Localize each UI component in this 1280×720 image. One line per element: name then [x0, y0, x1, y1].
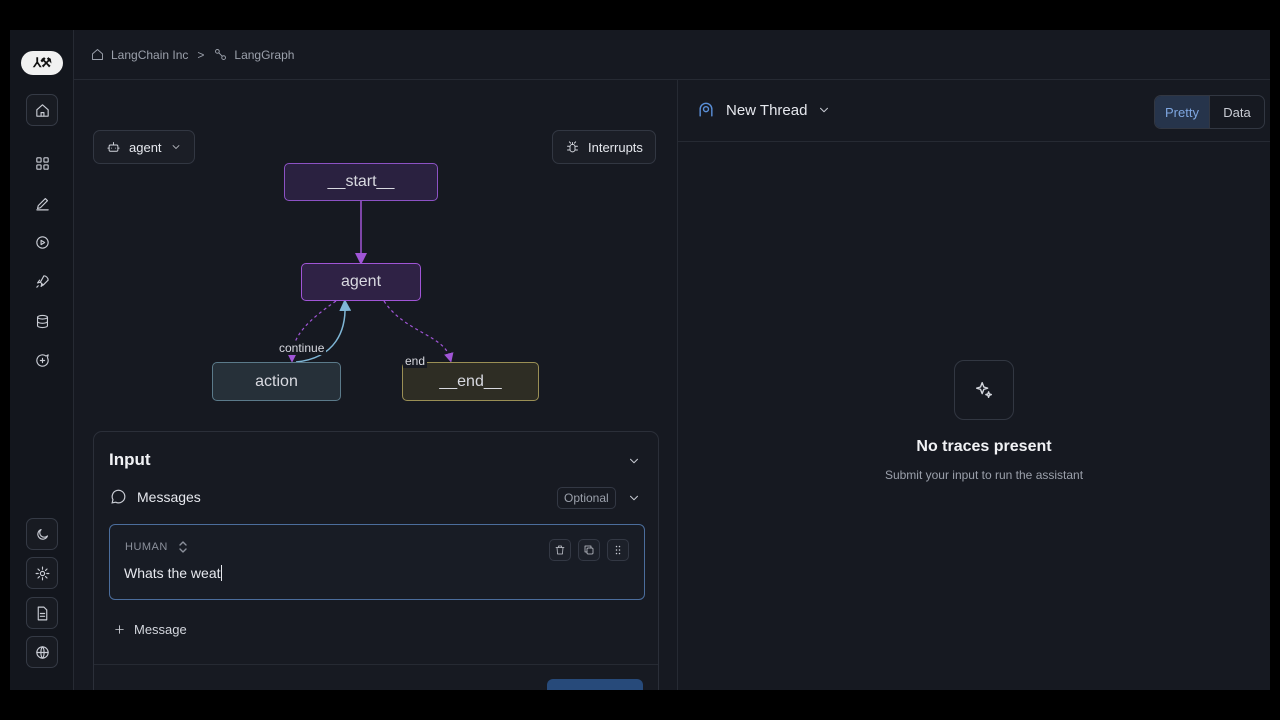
copy-icon — [584, 545, 594, 555]
card-divider — [94, 664, 658, 665]
graph-selector-label: agent — [129, 139, 162, 155]
message-input[interactable]: Whats the weat — [124, 565, 222, 581]
add-message-label: Message — [134, 621, 187, 637]
node-action[interactable]: action — [212, 362, 341, 401]
text-cursor — [220, 565, 222, 581]
speech-bubble-icon — [111, 489, 126, 504]
node-start[interactable]: __start__ — [284, 163, 438, 201]
breadcrumb-org[interactable]: LangChain Inc — [90, 47, 188, 62]
view-toggle: Pretty Data — [1154, 95, 1265, 129]
edge-action-agent — [295, 299, 352, 363]
datasets-button[interactable] — [26, 305, 58, 337]
home-icon — [92, 49, 103, 60]
message-editor[interactable]: HUMAN Whats the weat — [109, 524, 645, 600]
breadcrumb-org-label: LangChain Inc — [111, 47, 189, 62]
message-role-selector[interactable]: HUMAN — [125, 541, 188, 553]
rocket-icon — [35, 274, 49, 288]
grid-icon — [35, 156, 49, 170]
globe-button[interactable] — [26, 636, 58, 668]
deploy-button[interactable] — [26, 265, 58, 297]
optional-badge: Optional — [557, 487, 616, 509]
grip-icon — [615, 545, 621, 555]
chevron-down-icon[interactable] — [627, 491, 641, 505]
moon-icon — [36, 528, 48, 540]
messages-label: Messages — [137, 488, 201, 505]
gear-icon — [35, 566, 49, 580]
graph-panel: __start__ agent action __end__ continue … — [74, 80, 678, 690]
docs-button[interactable] — [26, 597, 58, 629]
home-button[interactable] — [26, 94, 58, 126]
thread-icon — [699, 102, 713, 117]
breadcrumb-project-label: LangGraph — [234, 47, 295, 62]
plus-icon — [115, 624, 124, 634]
input-title: Input — [109, 450, 151, 469]
drag-handle[interactable] — [607, 539, 629, 561]
message-text: Whats the weat — [124, 565, 221, 581]
delete-message-button[interactable] — [549, 539, 571, 561]
edit-button[interactable] — [26, 187, 58, 219]
messages-header: Messages — [109, 487, 201, 506]
edge-label-continue: continue — [277, 341, 327, 355]
copy-message-button[interactable] — [578, 539, 600, 561]
trace-panel: New Thread Pretty Data No traces present… — [678, 80, 1270, 690]
message-role-label: HUMAN — [125, 541, 168, 553]
input-card: Input Messages Optional HUMAN Whats the … — [93, 431, 659, 690]
edge-label-end: end — [403, 354, 428, 368]
trash-icon — [555, 545, 565, 555]
settings-button[interactable] — [26, 557, 58, 589]
left-rail: ⅄⚒ — [10, 30, 74, 690]
node-agent[interactable]: agent — [301, 263, 421, 301]
submit-button[interactable] — [547, 679, 643, 690]
home-icon — [35, 103, 49, 117]
sparkles-icon — [975, 381, 993, 399]
empty-state-subtitle: Submit your input to run the assistant — [884, 468, 1084, 482]
graph-icon — [215, 49, 227, 60]
grid-button[interactable] — [26, 147, 58, 179]
breadcrumb: LangChain Inc > LangGraph — [74, 30, 1270, 80]
empty-state-title: No traces present — [916, 438, 1052, 455]
database-icon — [36, 314, 48, 328]
bug-icon — [567, 140, 578, 152]
add-message-button[interactable]: Message — [109, 616, 191, 642]
edge-agent-end — [383, 300, 454, 363]
app-window: ⅄⚒ — [10, 30, 1270, 690]
langchain-logo[interactable]: ⅄⚒ — [21, 51, 63, 75]
tab-pretty[interactable]: Pretty — [1155, 96, 1210, 128]
interrupts-button[interactable]: Interrupts — [552, 130, 656, 164]
trace-header: New Thread Pretty Data — [678, 80, 1270, 142]
robot-icon — [107, 141, 120, 152]
breadcrumb-project[interactable]: LangGraph — [213, 47, 294, 62]
document-icon — [37, 606, 47, 620]
play-circle-icon — [35, 235, 49, 249]
chat-plus-icon — [35, 353, 49, 367]
interrupts-label: Interrupts — [588, 139, 643, 155]
chevron-down-icon[interactable] — [627, 454, 641, 468]
thread-selector[interactable]: New Thread — [696, 100, 831, 120]
tab-data[interactable]: Data — [1223, 104, 1251, 120]
breadcrumb-separator: > — [197, 47, 205, 62]
theme-toggle[interactable] — [26, 518, 58, 550]
graph-selector[interactable]: agent — [93, 130, 195, 164]
globe-icon — [35, 645, 49, 659]
thread-label: New Thread — [726, 101, 808, 119]
chevron-up-down-icon — [179, 541, 187, 553]
pencil-icon — [35, 197, 49, 210]
chat-button[interactable] — [26, 344, 58, 376]
graph-canvas[interactable]: __start__ agent action __end__ continue … — [74, 80, 678, 430]
node-end[interactable]: __end__ — [402, 362, 539, 401]
runs-button[interactable] — [26, 226, 58, 258]
chevron-down-icon — [820, 107, 829, 113]
empty-state-icon-box — [954, 360, 1014, 420]
chevron-down-icon — [172, 145, 179, 149]
